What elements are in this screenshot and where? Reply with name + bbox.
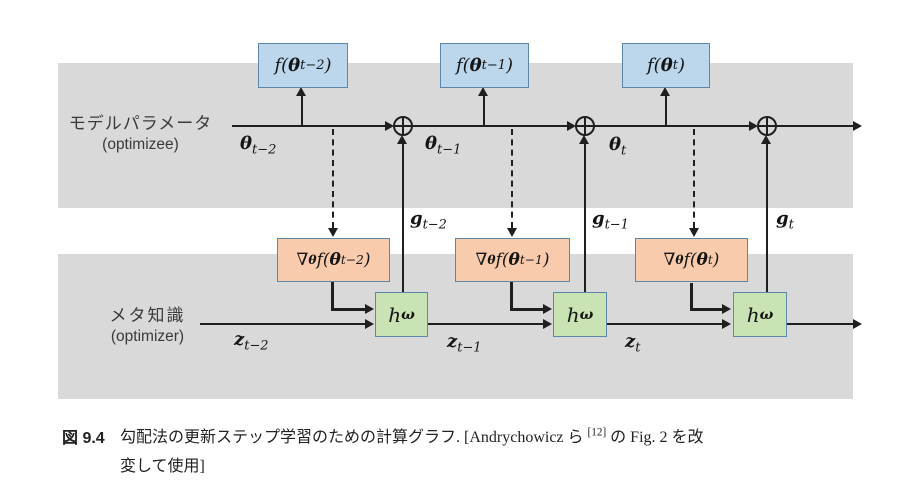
arrowhead-into-add-node-3 (749, 121, 758, 131)
arrowhead-into-add-node-1 (385, 121, 394, 131)
gradient-dashed-line-t-2 (332, 129, 334, 228)
z-label-t-2: zt−2 (234, 329, 269, 354)
g-update-arrow-line-t (766, 142, 768, 292)
add-node-icon-3 (757, 116, 777, 136)
g-label-t-2: gt−2 (410, 208, 447, 233)
gradient-dashed-arrowhead-t-2 (328, 228, 338, 237)
f-eval-arrowhead-t-1 (478, 87, 488, 96)
arrowhead-into-h-box-3 (722, 319, 731, 329)
gradient-dashed-arrowhead-t (689, 228, 699, 237)
top-flow-line-segment-2 (412, 125, 567, 127)
f-eval-arrowhead-t-2 (296, 87, 306, 96)
g-update-arrow-line-t-2 (402, 142, 404, 292)
figure-number-label: 図 9.4 (62, 430, 105, 447)
grad-to-h-elbow-vertical-t-1 (510, 282, 513, 311)
theta-label-t-1: θt−1 (425, 133, 462, 158)
gradient-dashed-line-t (693, 129, 695, 228)
f-eval-arrowhead-t (660, 87, 670, 96)
theta-label-t: θt (609, 134, 627, 159)
top-flow-line-segment-1 (232, 125, 385, 127)
add-node-icon-1 (393, 116, 413, 136)
bottom-flow-line-segment-1 (200, 323, 365, 325)
grad-to-h-elbow-horizontal-t (690, 308, 722, 311)
caption-line-2: 変して使用] (120, 458, 205, 475)
add-node-icon-2 (575, 116, 595, 136)
g-update-arrowhead-t-1 (579, 135, 589, 144)
theta-label-t-2: θt−2 (240, 133, 277, 158)
arrowhead-into-h-box-1 (365, 319, 374, 329)
optimizee-row-label-ja: モデルパラメータ (68, 114, 213, 133)
g-update-arrow-line-t-1 (584, 142, 586, 292)
top-flow-line-end-arrowhead (853, 121, 862, 131)
gradient-dashed-arrowhead-t-1 (507, 228, 517, 237)
f-eval-arrow-line-t-1 (483, 95, 485, 126)
arrowhead-into-h-box-2 (543, 319, 552, 329)
arrowhead-into-add-node-2 (567, 121, 576, 131)
grad-to-h-arrowhead-t-1 (543, 304, 552, 314)
grad-to-h-elbow-vertical-t-2 (331, 282, 334, 311)
g-update-arrowhead-t-2 (397, 135, 407, 144)
citation-superscript: [12] (587, 426, 607, 439)
g-update-arrowhead-t (761, 135, 771, 144)
g-label-t: gt (776, 208, 794, 233)
top-flow-line-segment-3 (594, 125, 749, 127)
g-label-t-1: gt−1 (592, 208, 629, 233)
grad-to-h-elbow-horizontal-t-1 (510, 308, 543, 311)
optimizer-row-label-en: (optimizer) (110, 328, 185, 345)
z-label-t-1: zt−1 (447, 331, 482, 356)
f-eval-arrow-line-t (665, 95, 667, 126)
grad-to-h-elbow-vertical-t (690, 283, 693, 311)
top-flow-line-segment-4 (776, 125, 853, 127)
gradient-dashed-line-t-1 (511, 129, 513, 228)
caption-line-1: 勾配法の更新ステップ学習のための計算グラフ. [Andrychowicz ら [… (120, 426, 704, 446)
bottom-flow-line-segment-2 (428, 323, 543, 325)
grad-to-h-elbow-horizontal-t-2 (331, 308, 365, 311)
f-eval-arrow-line-t-2 (301, 95, 303, 126)
bottom-flow-line-segment-4 (787, 323, 853, 325)
grad-to-h-arrowhead-t (722, 304, 731, 314)
optimizer-row-label-ja: メタ知識 (109, 306, 186, 325)
grad-to-h-arrowhead-t-2 (365, 304, 374, 314)
bottom-flow-line-segment-3 (607, 323, 722, 325)
optimizee-row-label-en: (optimizee) (102, 136, 179, 153)
bottom-flow-line-end-arrowhead (853, 319, 862, 329)
z-label-t: zt (625, 331, 641, 356)
